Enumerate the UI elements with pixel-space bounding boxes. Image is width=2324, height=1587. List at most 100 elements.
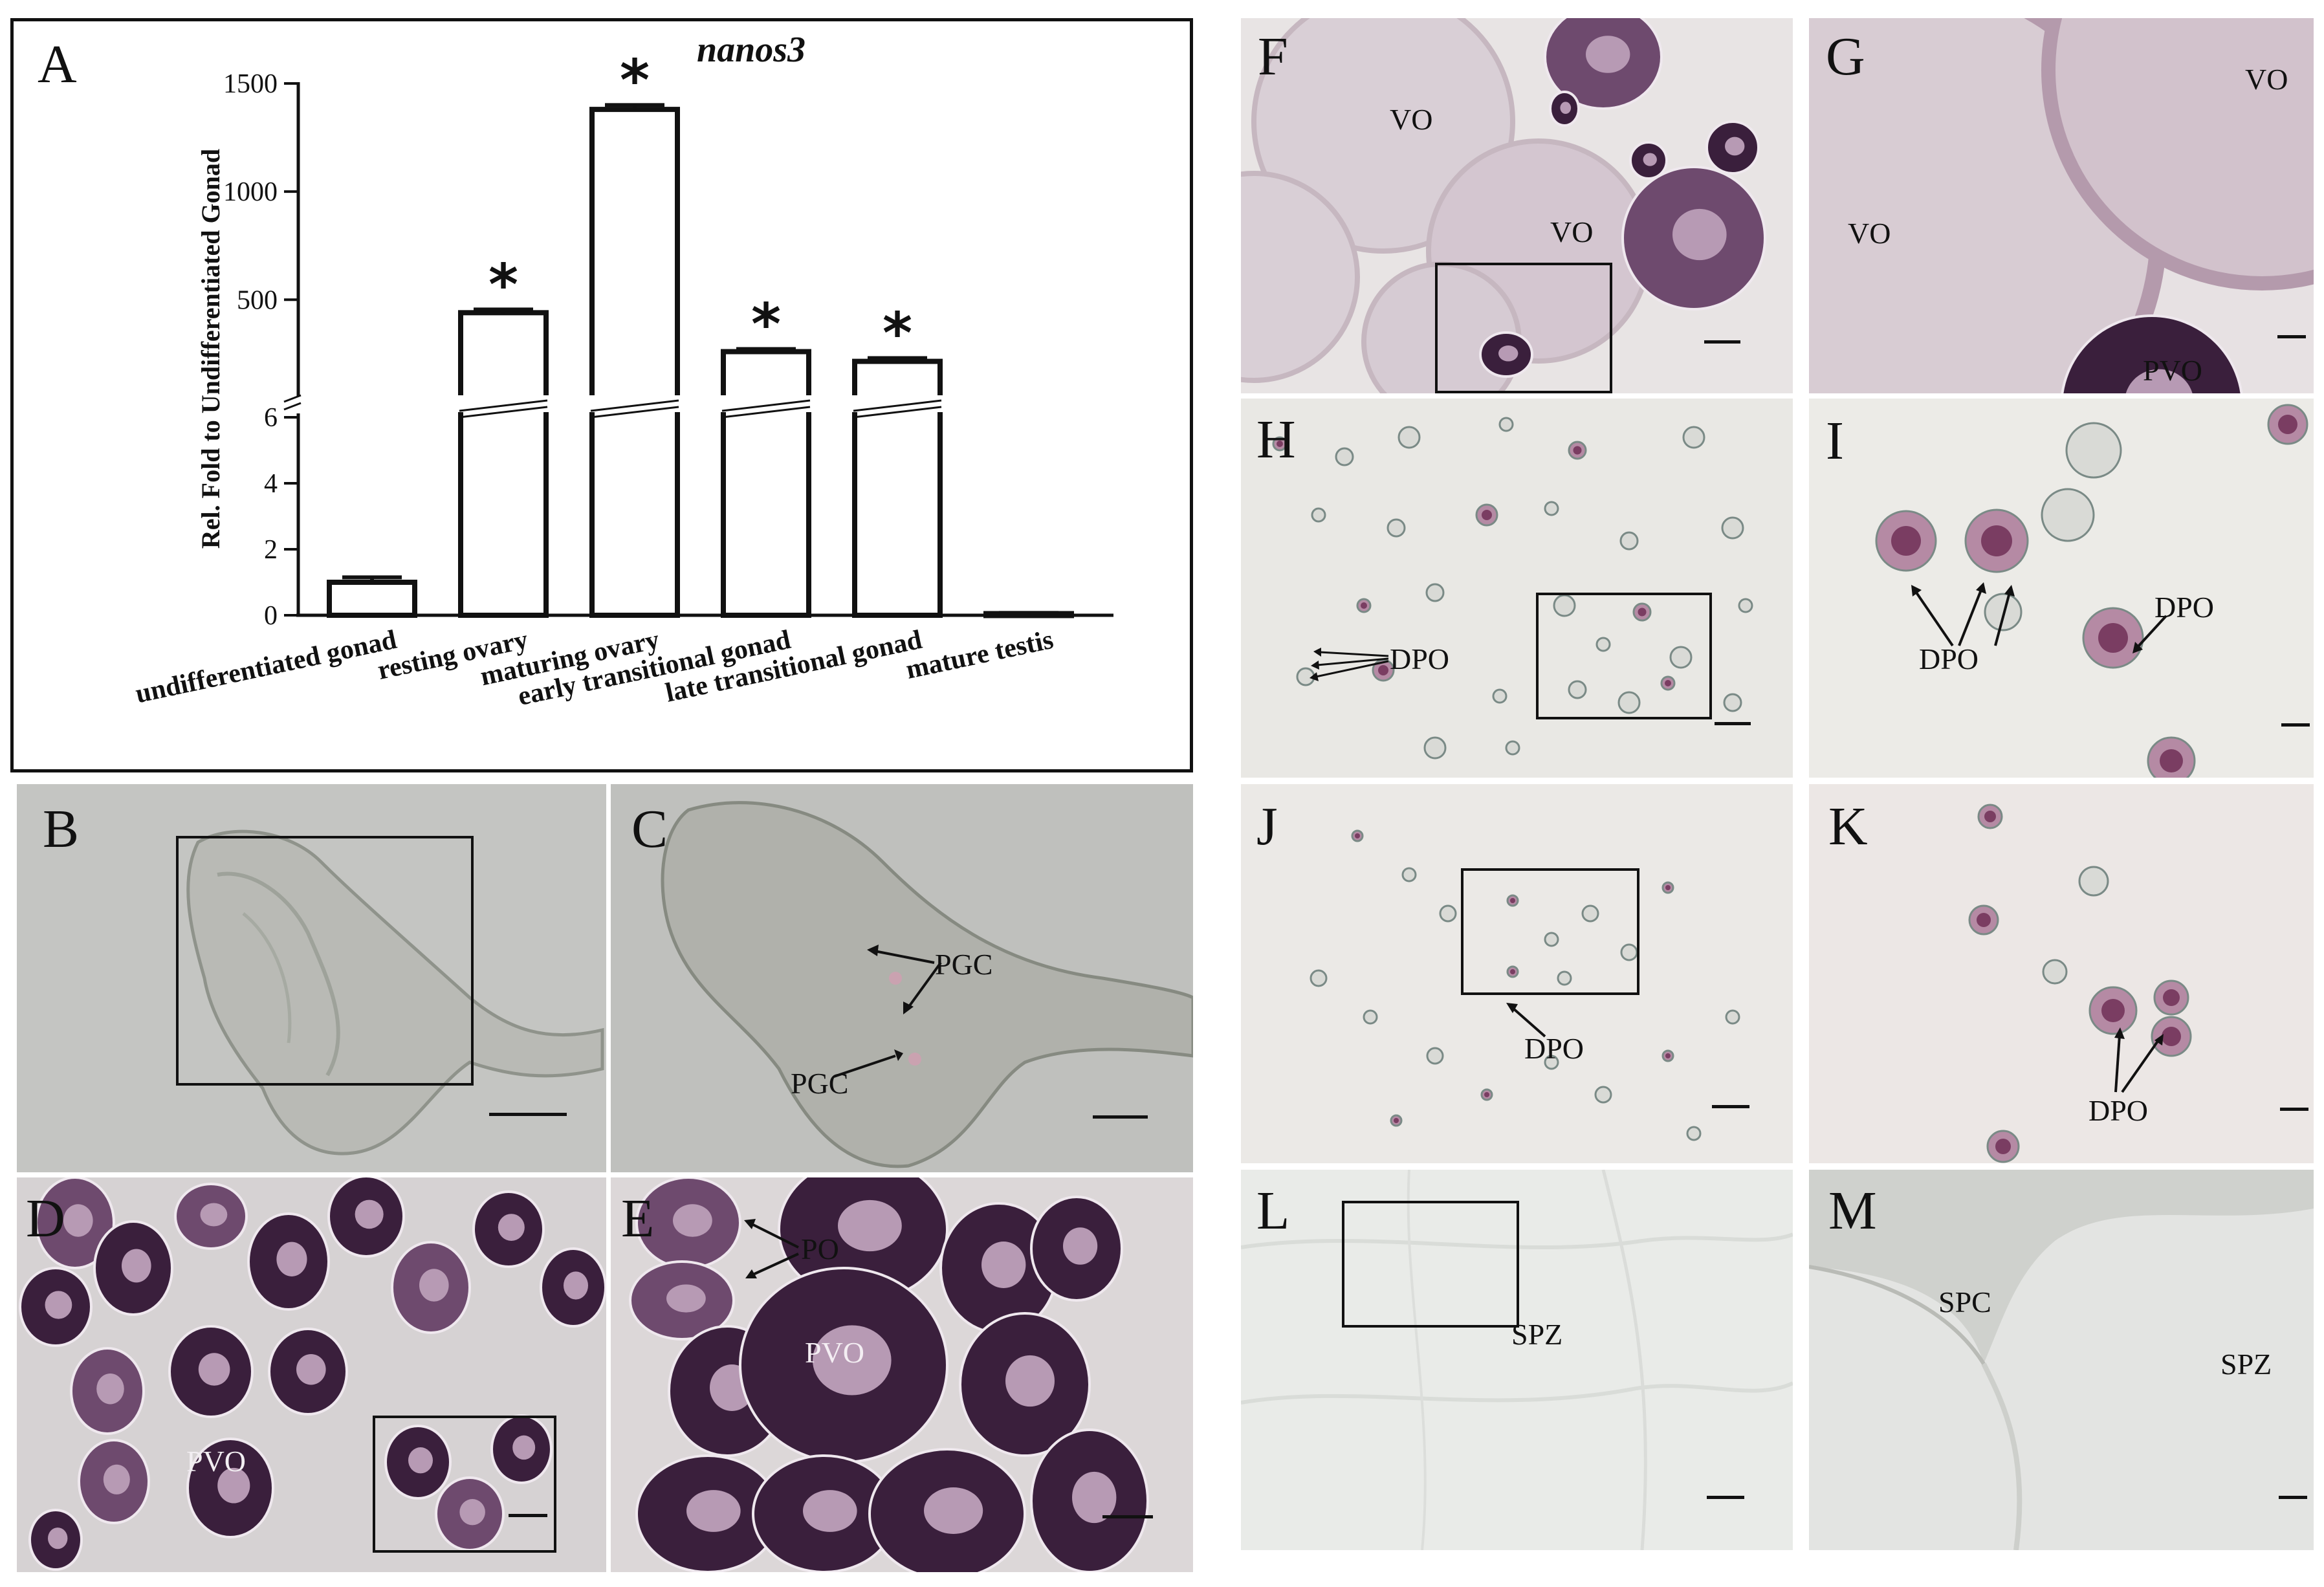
panel-e-oocyte-4-nucleus — [1063, 1227, 1098, 1265]
panel-letter-l: L — [1256, 1181, 1290, 1241]
panel-j-micrograph — [1241, 784, 1793, 1163]
panel-b-scale-bar — [489, 1113, 567, 1116]
panel-d-micrograph — [17, 1177, 606, 1572]
panel-d-oocyte-6-nucleus — [419, 1269, 449, 1302]
panel-h-cell-18 — [1738, 598, 1753, 613]
panel-h-cell-25 — [1723, 693, 1742, 712]
panel-j-cell-12-core — [1484, 1092, 1489, 1097]
panel-m-tissue — [1809, 1170, 2314, 1550]
panel-k-scale-bar — [2280, 1108, 2308, 1111]
bar-break-line-a-2 — [590, 399, 679, 412]
panel-letter-e: E — [621, 1188, 655, 1249]
bar-break-line-b-4 — [853, 406, 942, 419]
panel-h-cell-20-core — [1378, 665, 1388, 675]
panel-h-arrows — [1310, 648, 1389, 681]
panel-h-cell-16-core — [1638, 607, 1647, 617]
panel-f-scale-bar — [1704, 340, 1740, 344]
panel-letter-m: M — [1828, 1181, 1877, 1241]
panel-g-oocytes — [1809, 18, 2314, 393]
panel-h-inset-box — [1536, 593, 1712, 719]
panel-h-cell-15 — [1595, 637, 1611, 652]
panel-k-cell-6-core — [1995, 1139, 2011, 1154]
panel-letter-i: I — [1826, 411, 1844, 471]
y-axis-break-mark-1 — [283, 394, 301, 403]
panel-h-cell-2 — [1398, 426, 1421, 449]
panel-j-cell-16 — [1725, 1009, 1740, 1025]
bar-break-line-b-2 — [590, 406, 679, 419]
panel-h-cell-27 — [1505, 740, 1520, 756]
panel-f-oocyte-f-nucleus — [1498, 345, 1518, 362]
panel-l-inset-box — [1342, 1201, 1519, 1328]
panel-i-cell-7-core — [2160, 749, 2183, 772]
panel-h-cell-5 — [1682, 426, 1705, 449]
panel-b-inset-box — [176, 836, 474, 1086]
panel-j-inset-box — [1461, 868, 1639, 995]
bar-2 — [589, 107, 680, 618]
panel-d-oocyte-12-nucleus — [103, 1464, 130, 1494]
panel-j-cell-13 — [1544, 1055, 1559, 1070]
panel-c-label-pgc-2: PGC — [791, 1067, 849, 1100]
y-tick-label-6: 6 — [264, 403, 278, 433]
panel-letter-f: F — [1258, 27, 1288, 87]
panel-f-label-vo-2: VO — [1550, 215, 1594, 248]
panel-g-label-vo-1: VO — [1848, 217, 1891, 250]
panel-letter-h: H — [1256, 410, 1296, 470]
panel-k-cell-3-core — [1977, 913, 1991, 927]
panel-h-cell-13 — [1425, 583, 1445, 602]
panel-h-cell-9 — [1544, 501, 1559, 516]
panel-f-micrograph — [1241, 18, 1793, 393]
panel-h-cell-10 — [1619, 531, 1639, 551]
panel-j-cell-0-core — [1355, 833, 1360, 838]
panel-d-oocyte-17-nucleus — [48, 1527, 68, 1549]
panel-d-label-pvo: PVO — [186, 1445, 247, 1478]
panel-j-cell-4 — [1544, 932, 1559, 947]
panel-f-oocyte-b-nucleus — [1672, 208, 1727, 261]
panel-l-micrograph — [1241, 1170, 1793, 1550]
significance-star-2: * — [620, 47, 650, 113]
panel-h-cell-14 — [1553, 594, 1576, 617]
panel-c-scale-bar — [1093, 1115, 1148, 1119]
panel-e-oocyte-0-nucleus — [673, 1204, 712, 1237]
y-axis-label: Rel. Fold to Undifferentiated Gonad — [196, 149, 225, 549]
panel-j-cells — [1310, 829, 1740, 1141]
panel-f-oocyte-d-nucleus — [1643, 153, 1657, 166]
panel-letter-c: C — [631, 799, 668, 859]
bar-break-line-a-3 — [721, 399, 811, 412]
panel-h-cell-4-core — [1573, 446, 1582, 455]
panel-h-cell-7 — [1387, 518, 1406, 538]
panel-h-cells — [1272, 417, 1753, 760]
y-tick-label-2: 2 — [264, 535, 278, 565]
panel-e-oocyte-9-nucleus — [803, 1490, 857, 1532]
panel-f-oocyte-e-nucleus — [1560, 102, 1572, 115]
panel-h-label-dpo: DPO — [1390, 642, 1450, 675]
panel-k-cell-2 — [2078, 866, 2109, 897]
panel-i-cell-4 — [2065, 422, 2122, 479]
panel-c-arrows — [833, 945, 942, 1078]
panel-j-cell-18-core — [1394, 1118, 1399, 1123]
panel-d-oocyte-15-nucleus — [459, 1499, 485, 1526]
panel-d-oocyte-11-nucleus — [296, 1353, 326, 1385]
bar-0 — [327, 580, 417, 618]
panel-g-scale-bar — [2277, 335, 2306, 338]
significance-star-1: * — [488, 251, 518, 318]
panel-letter-j: J — [1256, 796, 1278, 857]
panel-c-label-pgc-1: PGC — [935, 948, 993, 981]
bar-1 — [458, 310, 549, 618]
panel-h-cell-26 — [1423, 736, 1447, 760]
panel-h-cell-3 — [1498, 417, 1514, 432]
panel-j-cell-1 — [1401, 867, 1417, 882]
bar-break-line-a-4 — [853, 399, 942, 412]
panel-j-cell-10 — [1363, 1009, 1378, 1025]
panel-j-scale-bar — [1712, 1105, 1749, 1108]
panel-e-oocyte-11-nucleus — [1072, 1471, 1117, 1524]
y-tick-label-4: 4 — [264, 469, 278, 499]
panel-j-cell-14 — [1594, 1086, 1612, 1104]
panel-g-micrograph — [1809, 18, 2314, 393]
panel-e-oocyte-3-nucleus — [981, 1242, 1026, 1288]
panel-d-oocyte-14-nucleus — [408, 1447, 433, 1474]
panel-i-micrograph — [1809, 399, 2314, 778]
y-tick-label-1500: 1500 — [223, 69, 278, 99]
panel-d-scale-bar — [509, 1514, 547, 1517]
panel-e-oocyte-6-nucleus — [813, 1325, 892, 1395]
panel-j-label-dpo: DPO — [1524, 1032, 1584, 1065]
